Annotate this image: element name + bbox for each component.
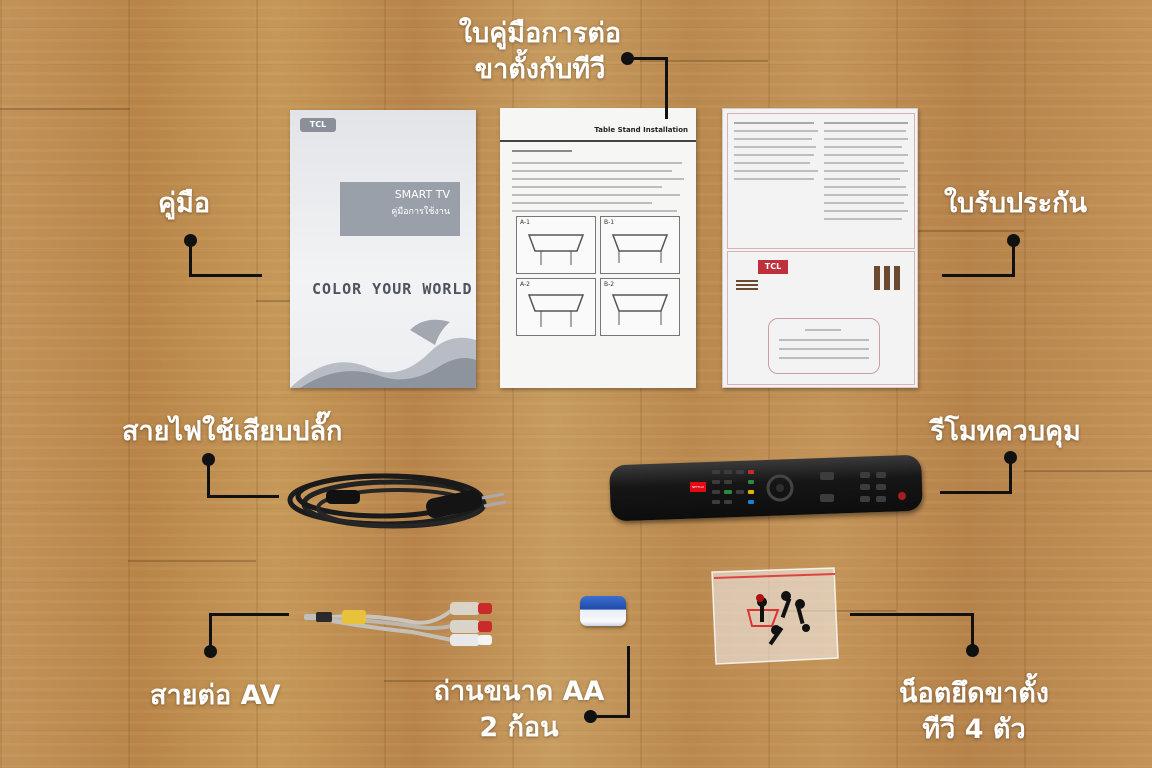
panel-a2: A-2 — [516, 278, 596, 336]
user-manual-booklet: TCL SMART TV คู่มือการใช้งาน COLOR YOUR … — [290, 110, 476, 388]
panel-b2: B-2 — [600, 278, 680, 336]
warranty-tcl-logo: TCL — [758, 260, 788, 274]
aa-battery — [580, 596, 626, 626]
tcl-logo: TCL — [300, 118, 336, 132]
label-screws-line1: น็อตยึดขาตั้ง — [899, 678, 1049, 709]
callout-line — [627, 646, 630, 718]
av-cable — [302, 592, 498, 648]
warranty-terms-section — [727, 113, 915, 249]
label-av-cable: สายต่อ AV — [150, 680, 281, 711]
manual-title-banner: SMART TV คู่มือการใช้งาน — [340, 182, 460, 236]
screws-bag — [708, 566, 840, 666]
callout-line — [207, 459, 210, 497]
panel-label: A-2 — [520, 281, 530, 288]
panel-b1: B-1 — [600, 216, 680, 274]
warranty-stub: TCL — [727, 251, 915, 385]
callout-line — [590, 715, 630, 718]
callout-line — [209, 613, 289, 616]
stand-sheet-title: Table Stand Installation — [594, 126, 688, 134]
callout-line — [940, 491, 1012, 494]
callout-dot-screws — [966, 644, 979, 657]
callout-line — [971, 614, 974, 650]
label-battery-line2: 2 ก้อน — [479, 712, 559, 743]
callout-line — [627, 57, 667, 60]
stand-sheet-header: Table Stand Installation — [500, 126, 696, 142]
manual-product-name: SMART TV — [394, 188, 450, 201]
panel-a1: A-1 — [516, 216, 596, 274]
callout-line — [189, 274, 262, 277]
label-stand-manual: ใบคู่มือการต่อ ขาตั้งกับทีวี — [434, 16, 646, 88]
remote-control: NETFLIX — [609, 454, 926, 522]
callout-dot-av-cable — [204, 645, 217, 658]
callout-line — [942, 274, 1015, 277]
callout-line — [665, 57, 668, 119]
label-screws-line2: ทีวี 4 ตัว — [922, 714, 1026, 745]
callout-line — [1009, 457, 1012, 493]
splash-art — [290, 310, 476, 388]
panel-label: B-1 — [604, 219, 615, 226]
barcode-stripes — [736, 278, 758, 290]
netflix-button: NETFLIX — [690, 482, 706, 492]
callout-line — [850, 613, 974, 616]
callout-line — [189, 240, 192, 276]
manual-slogan: COLOR YOUR WORLD — [312, 280, 473, 298]
callout-line — [209, 614, 212, 650]
service-info-box — [768, 318, 880, 374]
callout-line — [207, 495, 279, 498]
label-remote: รีโมทควบคุม — [930, 416, 1081, 447]
callout-line — [1012, 240, 1015, 276]
warranty-card: TCL — [722, 108, 918, 388]
panel-label: A-1 — [520, 219, 530, 226]
power-cord — [286, 466, 512, 540]
label-warranty: ใบรับประกัน — [944, 188, 1087, 219]
remote-buttons — [710, 468, 910, 508]
stand-installation-sheet: Table Stand Installation A-1 B-1 A-2 B-2 — [500, 108, 696, 388]
label-manual: คู่มือ — [158, 188, 211, 219]
label-battery-line1: ถ่านขนาด AA — [433, 676, 605, 707]
brown-bars — [874, 266, 900, 290]
manual-subtitle: คู่มือการใช้งาน — [391, 207, 450, 217]
label-screws: น็อตยึดขาตั้ง ทีวี 4 ตัว — [876, 676, 1072, 748]
label-battery: ถ่านขนาด AA 2 ก้อน — [420, 674, 618, 746]
panel-label: B-2 — [604, 281, 615, 288]
label-stand-manual-line1: ใบคู่มือการต่อ — [458, 18, 622, 49]
label-stand-manual-line2: ขาตั้งกับทีวี — [474, 54, 606, 85]
label-power-cord: สายไฟใช้เสียบปลั๊ก — [122, 416, 343, 447]
